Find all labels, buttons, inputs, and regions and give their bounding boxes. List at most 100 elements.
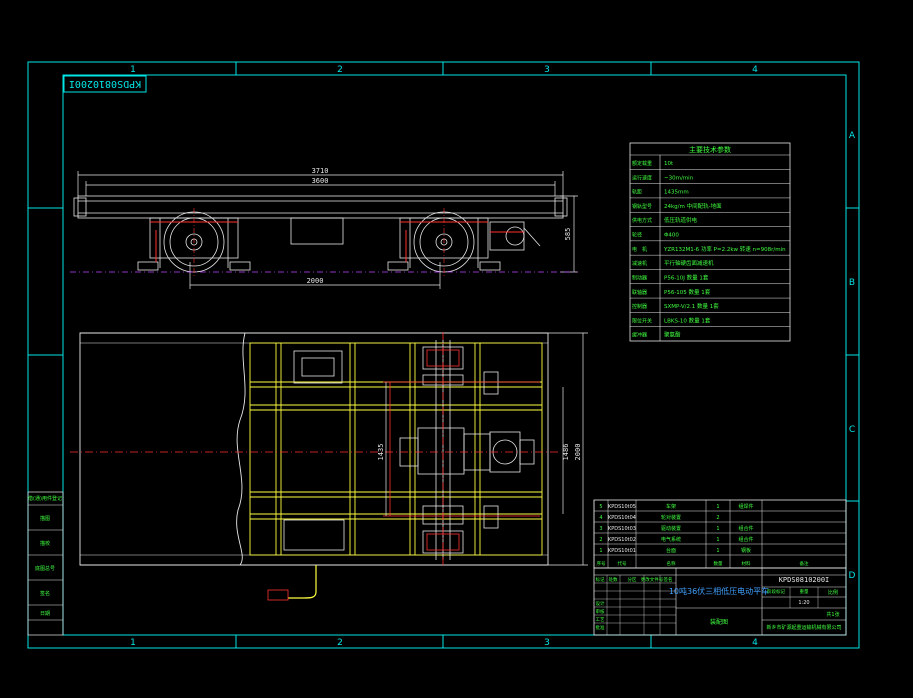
spec-row-value: SXMP-V/2.1 数量 1套 bbox=[664, 302, 719, 310]
bom-cell-no: 1 bbox=[599, 548, 602, 554]
bom-cell-material: 组合件 bbox=[738, 536, 753, 543]
bom-header-cell: 材料 bbox=[742, 560, 751, 567]
bom-header-cell: 数量 bbox=[714, 560, 723, 567]
product-name: 10吨36伏三相低压电动平车 bbox=[669, 586, 769, 596]
sidebar-label-date: 日期 bbox=[40, 611, 50, 617]
inner-border bbox=[62, 74, 847, 636]
spec-row-value: LBKS-10 数量 1套 bbox=[664, 316, 711, 324]
tb-label-review: 审核 bbox=[596, 608, 605, 615]
bom-cell-code: KPDS10t04 bbox=[608, 515, 636, 521]
company-name: 新乡市矿源起重运输机械有限公司 bbox=[766, 624, 841, 631]
spec-row-value: ~30m/min bbox=[664, 175, 694, 181]
zone-row-d: D bbox=[849, 571, 856, 581]
spec-row-label: 减速机 bbox=[632, 260, 647, 267]
tb-label-mark: 标记 bbox=[596, 576, 605, 583]
bom-cell-name: 电气系统 bbox=[661, 536, 681, 543]
zone-col-3-top: 3 bbox=[544, 65, 550, 75]
bom-cell-name: 轮对装置 bbox=[661, 514, 681, 521]
spec-row-value: YZR132M1-6 功率 P=2.2kw 转速 n=908r/min bbox=[663, 245, 786, 253]
zone-col-2-top: 2 bbox=[337, 65, 343, 75]
scale-value: 1:20 bbox=[798, 600, 809, 606]
spec-row-value: 1435mm bbox=[664, 190, 689, 196]
sidebar-label-trace: 描图 bbox=[40, 515, 50, 522]
assembly-label: 装配图 bbox=[710, 618, 728, 626]
spec-row-label: 限位开关 bbox=[632, 317, 652, 324]
outer-border bbox=[27, 61, 860, 649]
sheet-frame bbox=[27, 61, 860, 649]
dim-frame-length: 3600 bbox=[312, 177, 329, 185]
sheet-count: 共1张 bbox=[826, 611, 839, 618]
bom-header-cell: 代号 bbox=[618, 560, 627, 567]
tb-label-approve: 批准 bbox=[596, 624, 605, 631]
stamp-text: KPDS0810200I bbox=[69, 78, 141, 89]
spec-row-value: 24kg/m 中间配轨-地面 bbox=[664, 202, 722, 210]
spec-table-title: 主要技术参数 bbox=[689, 145, 731, 154]
bom-header-cell: 名称 bbox=[667, 560, 676, 567]
tb-label-change: 更改文件号 bbox=[641, 576, 664, 583]
spec-row-value: P56-105 数量 1套 bbox=[664, 288, 711, 296]
bom-cell-qty: 2 bbox=[716, 515, 719, 521]
zone-col-1-bottom: 1 bbox=[130, 638, 136, 648]
bom-cell-name: 车架 bbox=[666, 503, 676, 510]
bom-header-cell: 序号 bbox=[597, 560, 606, 567]
zone-col-4-bottom: 4 bbox=[752, 638, 758, 648]
bom-cell-material: 钢板 bbox=[741, 547, 751, 554]
tb-label-design: 设计 bbox=[596, 600, 605, 607]
title-block: 10吨36伏三相低压电动平车 装配图 KPDS0810200I 新乡市矿源起重运… bbox=[593, 567, 847, 636]
sidebar-label-check: 描校 bbox=[40, 540, 50, 547]
spec-row-label: 轮径 bbox=[632, 232, 642, 239]
bom-cell-no: 2 bbox=[599, 537, 602, 543]
spec-row-value: 平行轴硬齿面减速机 bbox=[664, 259, 714, 267]
junction-box bbox=[267, 589, 289, 601]
spec-row-value: 低压轨道供电 bbox=[664, 216, 698, 224]
spec-row-value: 聚氨酯 bbox=[664, 331, 681, 339]
sidebar-label-base: 底图总号 bbox=[35, 565, 55, 572]
dim-wheelbase: 2000 bbox=[307, 277, 324, 285]
spec-row-label: 电 机 bbox=[632, 246, 647, 253]
sidebar-label-reg: 借(通)用件登记 bbox=[28, 495, 62, 502]
sidebar-label-sign: 签名 bbox=[40, 590, 50, 597]
tb-label-stage: 阶段标记 bbox=[767, 588, 785, 595]
bom-cell-code: KPDS10t01 bbox=[608, 548, 636, 554]
dim-height: 585 bbox=[564, 228, 572, 241]
dim-overall-length: 3710 bbox=[312, 167, 329, 175]
tb-label-zone: 分区 bbox=[628, 576, 637, 583]
bom-cell-code: KPDS10t03 bbox=[608, 526, 636, 532]
bom-cell-code: KPDS10t05 bbox=[608, 504, 636, 510]
zone-col-4-top: 4 bbox=[752, 65, 758, 75]
spec-row-label: 缓冲器 bbox=[632, 332, 647, 339]
spec-row-label: 轨距 bbox=[632, 189, 642, 196]
bom-cell-code: KPDS10t02 bbox=[608, 537, 636, 543]
bom-cell-qty: 1 bbox=[716, 537, 719, 543]
bom-cell-material: 组焊件 bbox=[738, 503, 753, 510]
drawing-number-stamp: KPDS0810200I bbox=[63, 75, 147, 93]
spec-row-value: P56-10J 数量 1套 bbox=[664, 273, 709, 281]
tb-label-process: 工艺 bbox=[596, 617, 605, 623]
revision-sidebar: 借(通)用件登记 描图 描校 底图总号 签名 日期 bbox=[27, 491, 64, 636]
scale-label: 比例 bbox=[828, 589, 838, 596]
title-drawing-no: KPDS0810200I bbox=[779, 576, 830, 584]
dim-gauge: 1435 bbox=[377, 444, 385, 461]
tb-label-count: 处数 bbox=[609, 576, 618, 583]
spec-row-label: 联轴器 bbox=[632, 289, 647, 296]
zone-row-c: C bbox=[849, 425, 855, 435]
spec-row-label: 额定载重 bbox=[632, 160, 652, 167]
tb-label-weight: 重量 bbox=[800, 588, 809, 595]
spec-row-label: 钢轨型号 bbox=[632, 203, 652, 210]
right-wheel-assembly bbox=[387, 211, 541, 273]
spec-row-value: Φ400 bbox=[664, 233, 679, 239]
spec-row-label: 制动器 bbox=[632, 274, 647, 281]
zone-row-a: A bbox=[849, 131, 856, 141]
bom-cell-material: 组合件 bbox=[738, 525, 753, 532]
bom-cell-qty: 1 bbox=[716, 504, 719, 510]
bom-cell-no: 3 bbox=[599, 526, 602, 532]
plan-wheelsets bbox=[399, 340, 535, 560]
dim-frame-width: 1486 bbox=[562, 444, 570, 461]
tb-label-sign: 签名 bbox=[664, 576, 673, 583]
bom-cell-qty: 1 bbox=[716, 526, 719, 532]
zone-col-1-top: 1 bbox=[130, 65, 136, 75]
spec-row-label: 运行速度 bbox=[632, 174, 652, 181]
